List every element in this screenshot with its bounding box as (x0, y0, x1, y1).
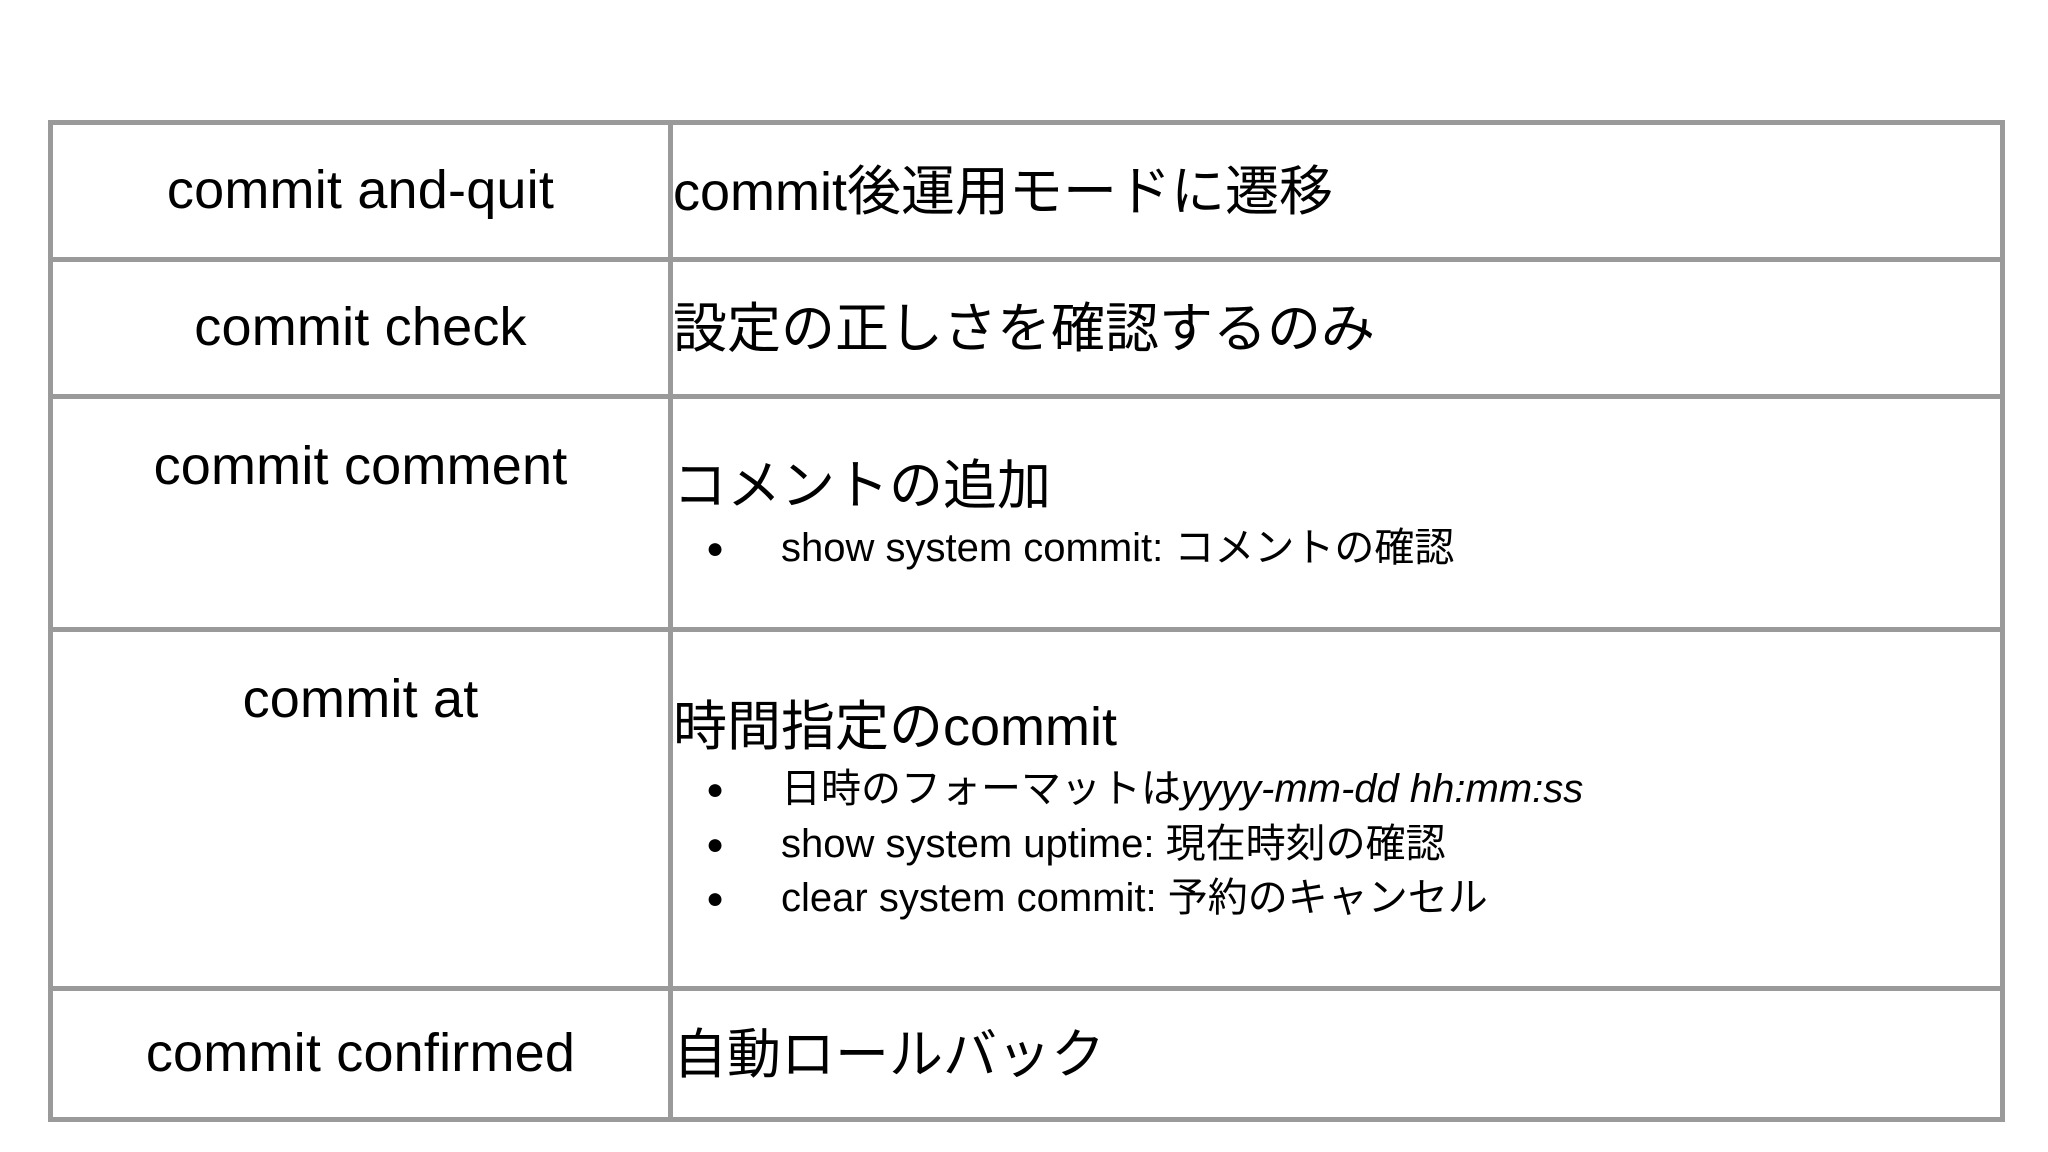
list-item-label: show system uptime: 現在時刻の確認 (781, 821, 1446, 866)
description-heading: 設定の正しさを確認するのみ (673, 299, 1375, 360)
command-cell: commit comment (48, 394, 673, 632)
description-cell: commit後運用モードに遷移 (668, 120, 2005, 262)
command-cell: commit check (48, 257, 673, 399)
list-item-label: 日時のフォーマットは (781, 766, 1181, 811)
bullet-dot-icon: ● (706, 827, 725, 861)
list-item: ● 日時のフォーマットはyyyy-mm-dd hh:mm:ss (673, 763, 2000, 816)
description-heading: 自動ロールバック (673, 1025, 1105, 1086)
description-cell: コメントの追加 ● show system commit: コメントの確認 (668, 394, 2005, 632)
command-cell: commit confirmed (48, 986, 673, 1122)
bullet-dot-icon: ● (706, 882, 725, 916)
table-row: commit at 時間指定のcommit ● 日時のフォーマットはyyyy-m… (48, 627, 2005, 991)
table-row: commit confirmed 自動ロールバック (48, 986, 2005, 1122)
list-item: ● show system commit: コメントの確認 (673, 522, 2000, 575)
table-row: commit comment コメントの追加 ● show system com… (48, 394, 2005, 632)
description-heading: commit後運用モードに遷移 (673, 162, 1333, 223)
commit-command-table: commit and-quit commit後運用モードに遷移 commit c… (48, 120, 2005, 1122)
list-item: ● show system uptime: 現在時刻の確認 (673, 818, 2000, 871)
bullet-dot-icon: ● (706, 772, 725, 806)
table-row: commit and-quit commit後運用モードに遷移 (48, 120, 2005, 262)
description-heading: コメントの追加 (673, 455, 1051, 516)
command-cell: commit and-quit (48, 120, 673, 262)
list-item-label: show system commit: コメントの確認 (781, 525, 1455, 570)
description-cell: 時間指定のcommit ● 日時のフォーマットはyyyy-mm-dd hh:mm… (668, 627, 2005, 991)
list-item-label: clear system commit: 予約のキャンセル (781, 876, 1488, 921)
table-row: commit check 設定の正しさを確認するのみ (48, 257, 2005, 399)
list-item: ● clear system commit: 予約のキャンセル (673, 872, 2000, 925)
command-table-container: commit and-quit commit後運用モードに遷移 commit c… (48, 120, 2005, 1122)
description-heading: 時間指定のcommit (673, 696, 1117, 757)
description-cell: 自動ロールバック (668, 986, 2005, 1122)
command-cell: commit at (48, 627, 673, 991)
description-cell: 設定の正しさを確認するのみ (668, 257, 2005, 399)
bullet-dot-icon: ● (706, 531, 725, 565)
datetime-format-literal: yyyy-mm-dd hh:mm:ss (1181, 766, 1584, 811)
description-bullet-list: ● 日時のフォーマットはyyyy-mm-dd hh:mm:ss ● show s… (673, 763, 2000, 925)
description-bullet-list: ● show system commit: コメントの確認 (673, 522, 2000, 575)
